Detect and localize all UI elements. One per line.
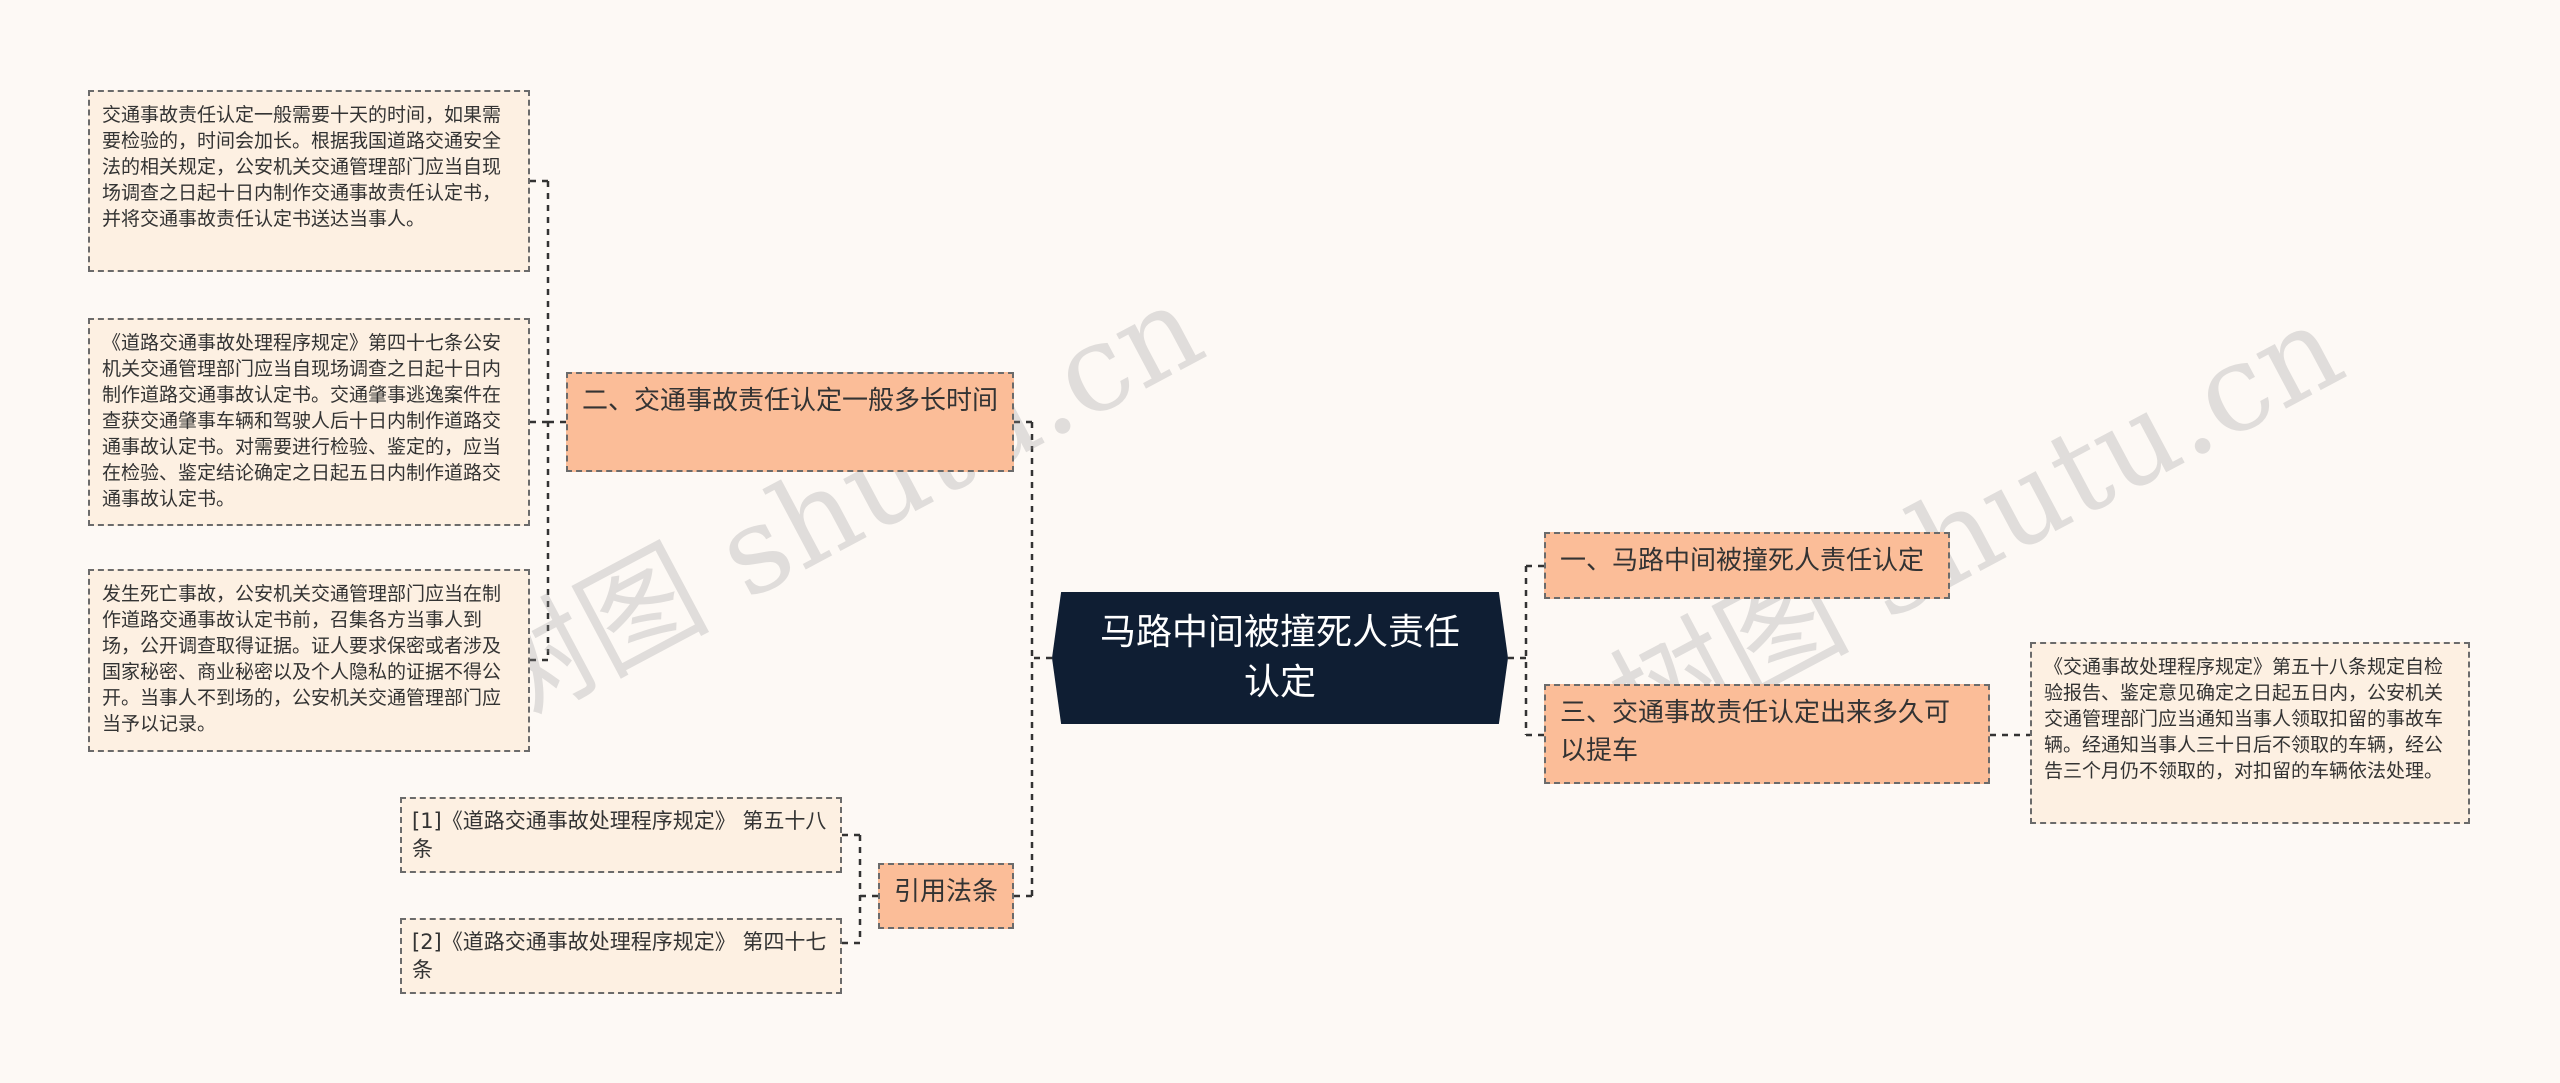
branch-1-label: 一、马路中间被撞死人责任认定 (1560, 546, 1925, 576)
leaf-3[interactable]: 发生死亡事故，公安机关交通管理部门应当在制作道路交通事故认定书前，召集各方当事人… (88, 569, 530, 752)
leaf-1-text: 交通事故责任认定一般需要十天的时间，如果需要检验的，时间会加长。根据我国道路交通… (102, 104, 502, 230)
reference-2[interactable]: [2]《道路交通事故处理程序规定》 第四十七条 (400, 918, 842, 994)
connector-refs-trunk (858, 835, 878, 943)
branch-1[interactable]: 一、马路中间被撞死人责任认定 (1544, 532, 1950, 599)
branch-refs-label: 引用法条 (894, 877, 999, 907)
reference-1[interactable]: [1]《道路交通事故处理程序规定》 第五十八条 (400, 797, 842, 873)
branch-refs[interactable]: 引用法条 (878, 863, 1014, 929)
leaf-4[interactable]: 《交通事故处理程序规定》第五十八条规定自检验报告、鉴定意见确定之日起五日内，公安… (2030, 642, 2470, 824)
connector-center-left (1030, 422, 1052, 896)
leaf-4-text: 《交通事故处理程序规定》第五十八条规定自检验报告、鉴定意见确定之日起五日内，公安… (2044, 656, 2444, 782)
leaf-3-text: 发生死亡事故，公安机关交通管理部门应当在制作道路交通事故认定书前，召集各方当事人… (102, 583, 502, 735)
central-topic-label: 马路中间被撞死人责任认定 (1099, 612, 1460, 703)
leaf-1[interactable]: 交通事故责任认定一般需要十天的时间，如果需要检验的，时间会加长。根据我国道路交通… (88, 90, 530, 272)
leaf-2-text: 《道路交通事故处理程序规定》第四十七条公安机关交通管理部门应当自现场调查之日起十… (102, 332, 502, 510)
branch-3[interactable]: 三、交通事故责任认定出来多久可以提车 (1544, 684, 1990, 784)
branch-2-label: 二、交通事故责任认定一般多长时间 (582, 386, 999, 416)
reference-2-text: [2]《道路交通事故处理程序规定》 第四十七条 (412, 930, 827, 982)
connector-center-right (1508, 566, 1528, 735)
branch-2[interactable]: 二、交通事故责任认定一般多长时间 (566, 372, 1014, 472)
branch-3-label: 三、交通事故责任认定出来多久可以提车 (1560, 698, 1951, 766)
leaf-2[interactable]: 《道路交通事故处理程序规定》第四十七条公安机关交通管理部门应当自现场调查之日起十… (88, 318, 530, 526)
connector-branch-2-trunk (546, 181, 566, 660)
reference-1-text: [1]《道路交通事故处理程序规定》 第五十八条 (412, 809, 827, 861)
central-topic[interactable]: 马路中间被撞死人责任认定 (1052, 592, 1508, 724)
